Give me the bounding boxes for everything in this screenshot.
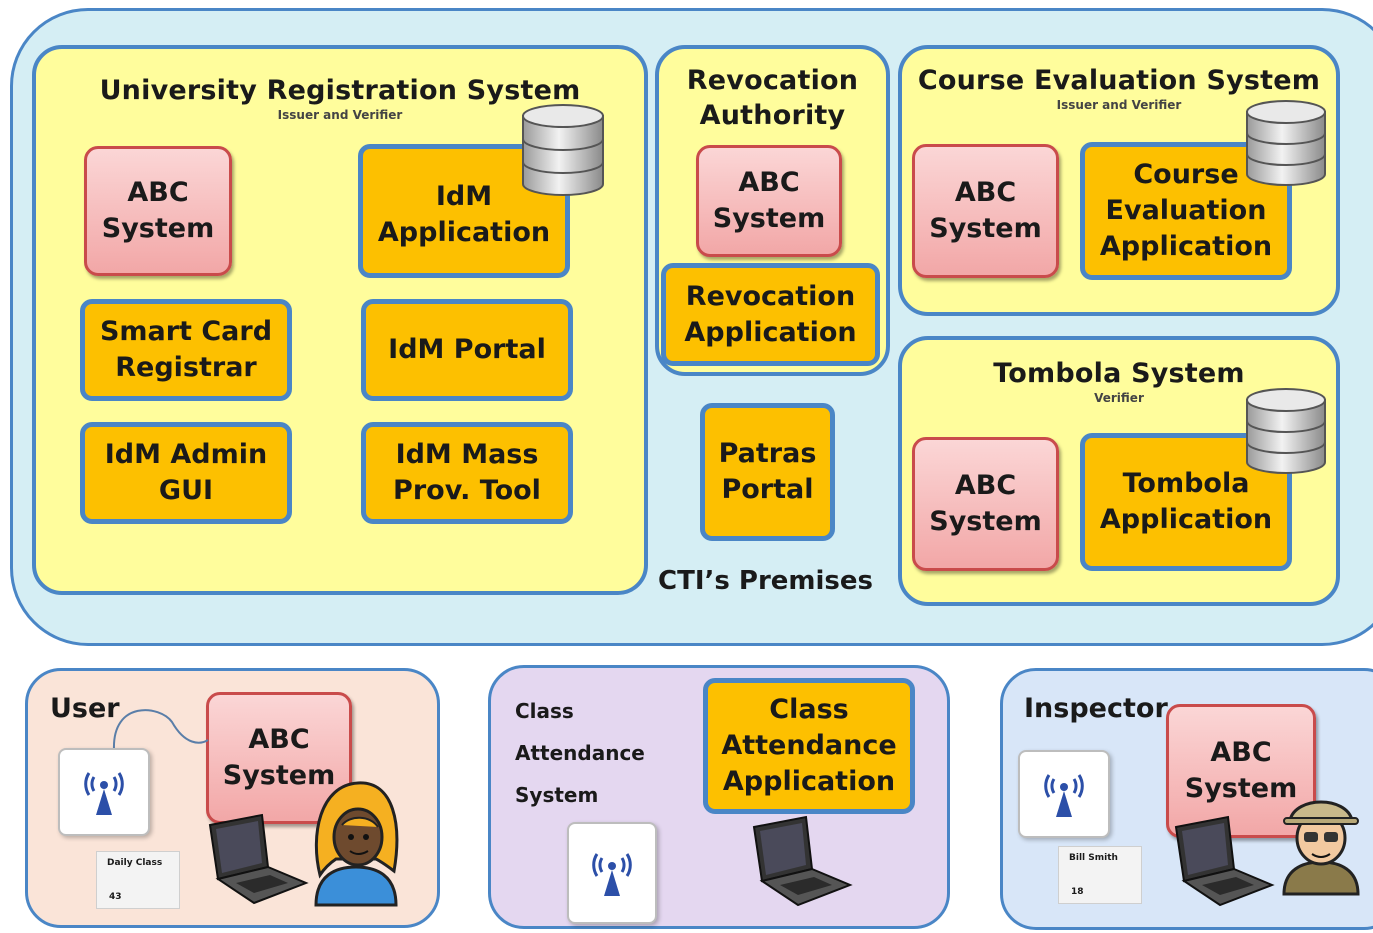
tombola-title: Tombola System <box>993 358 1245 389</box>
course-abc-system: ABC System <box>912 144 1059 278</box>
user-avatar-icon <box>306 775 406 915</box>
urs-idm-portal: IdM Portal <box>361 299 573 401</box>
credential-card: Daily Class 43 <box>96 851 180 909</box>
tombola-application: Tombola Application <box>1080 433 1292 571</box>
urs-role: Issuer and Verifier <box>277 108 403 122</box>
database-icon <box>1244 100 1328 188</box>
class-attendance-application: Class Attendance Application <box>703 678 915 814</box>
cti-premises-label: CTI’s Premises <box>658 566 873 596</box>
credential-card-value: 18 <box>1071 887 1084 897</box>
urs-smart-card-registrar: Smart Card Registrar <box>80 299 292 401</box>
card-reader-icon <box>58 748 150 836</box>
course-role: Issuer and Verifier <box>1056 98 1182 112</box>
user-title: User <box>50 693 120 724</box>
inspector-avatar-icon <box>1276 790 1366 900</box>
revocation-title: Revocation Authority <box>686 65 859 131</box>
tombola-abc-system: ABC System <box>912 437 1059 571</box>
database-icon <box>520 104 606 198</box>
patras-portal: Patras Portal <box>700 403 835 541</box>
urs-idm-mass-prov-tool: IdM Mass Prov. Tool <box>361 422 573 524</box>
credential-card-value: 43 <box>109 892 122 902</box>
laptop-icon <box>196 813 309 905</box>
urs-abc-system: ABC System <box>84 146 232 276</box>
revocation-application: Revocation Application <box>661 263 880 366</box>
course-title: Course Evaluation System <box>917 65 1321 96</box>
credential-card-title: Daily Class <box>107 858 163 868</box>
inspector-title: Inspector <box>1024 693 1168 724</box>
urs-idm-admin-gui: IdM Admin GUI <box>80 422 292 524</box>
tombola-role: Verifier <box>1094 391 1144 405</box>
credential-card-title: Bill Smith <box>1069 853 1118 863</box>
revocation-abc-system: ABC System <box>696 145 842 257</box>
database-icon <box>1244 388 1328 476</box>
user-abc-system: ABC System <box>206 692 352 824</box>
credential-card: Bill Smith 18 <box>1058 846 1142 904</box>
card-reader-icon <box>567 822 657 924</box>
laptop-icon <box>740 815 853 907</box>
urs-title: University Registration System <box>99 75 581 106</box>
laptop-icon <box>1162 815 1275 907</box>
class-attendance-title: Class Attendance System <box>515 699 645 807</box>
card-reader-icon <box>1018 750 1110 838</box>
